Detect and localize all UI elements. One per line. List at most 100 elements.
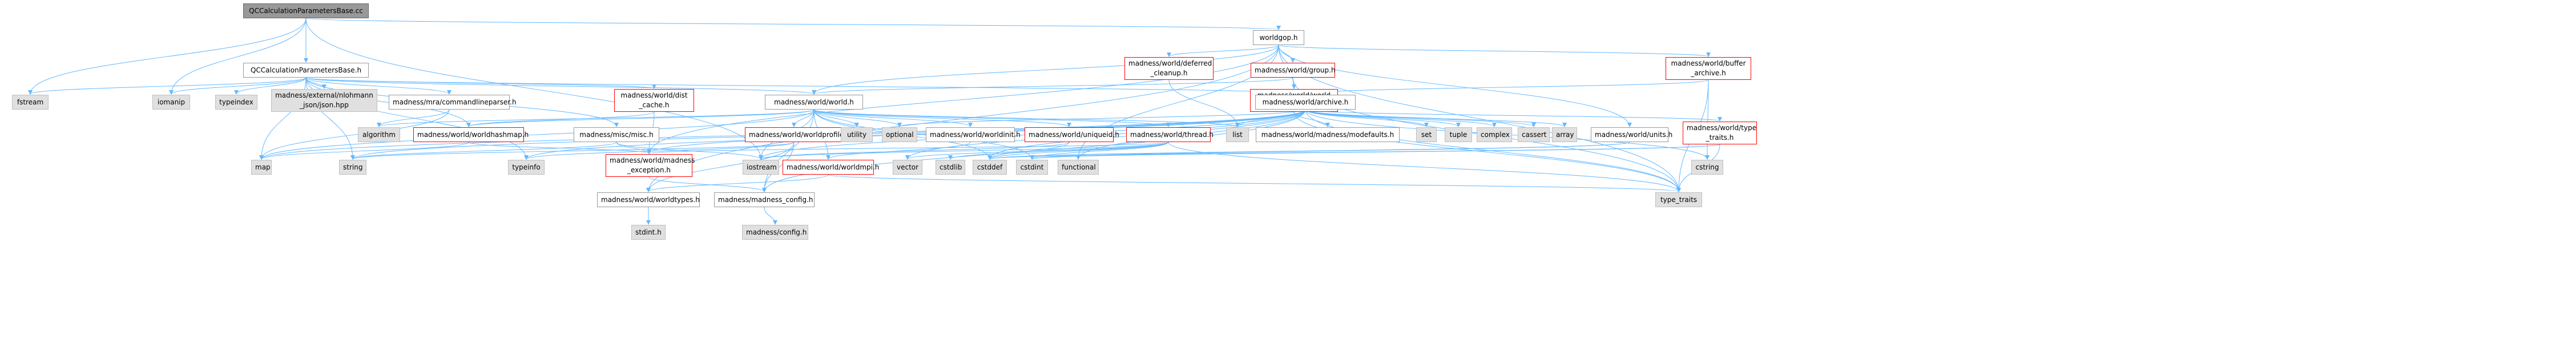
edge-archive_h-to-set [1305,109,1429,127]
set-node: set [1416,127,1437,142]
tuple-node: tuple [1445,127,1472,142]
misc-node[interactable]: madness/misc/misc.h [574,127,659,142]
edge-thread_h-to-vector [905,142,1169,160]
cstring-node: cstring [1691,160,1723,175]
edge-thread_h-to-cstdlib [948,142,1169,160]
world-type-traits-node[interactable]: madness/world/type_traits.h [1683,122,1757,144]
edge-qccalc_h-to-cmdparser_h [305,77,451,95]
thread-node[interactable]: madness/world/thread.h [1126,127,1214,142]
edge-world_h-to-madness_config_h [762,109,815,192]
edge-world_h-to-worldhashmap_h [466,109,815,127]
edge-worldunits_h-to-cstddef [987,142,1630,160]
edge-world_h-to-thread_h [813,109,1171,127]
edge-qccalc_h-to-dist_cache_h [305,77,656,89]
optional-node: optional [882,127,917,142]
nlohmann-json-node: madness/external/nlohmann_json/json.hpp [271,89,377,112]
edge-madness_exception_h-to-madness_config_h [648,176,767,192]
madness-exception-node[interactable]: madness/world/madness_exception.h [606,154,695,177]
edge-worldgop_h-to-deferred_cleanup_h [1167,45,1279,57]
commandlineparser-node[interactable]: madness/mra/commandlineparser.h [389,95,517,110]
edge-world_h-to-map [259,109,815,160]
madness-config-node[interactable]: madness/madness_config.h [714,192,815,207]
world-units-node[interactable]: madness/world/units.h [1591,127,1672,142]
world-node[interactable]: madness/world/world.h [765,95,863,110]
functional-node: functional [1058,160,1099,175]
cassert-node: cassert [1518,127,1550,142]
array-node: array [1552,127,1577,142]
edge-worldmpi_h-to-type_traits [828,174,1681,192]
edge-profile_h-to-string [350,142,795,160]
edge-thread_h-to-iostream [759,142,1169,160]
edge-root-to-worldgop_h [305,18,1280,30]
stdint-node: stdint.h [631,225,666,240]
edge-root-to-iomanip [169,18,307,95]
edge-qccalc_h-to-archive_h [305,77,1308,95]
edge-world_h-to-optional [813,109,902,127]
modefaults-node[interactable]: madness/world/madness/modefaults.h [1256,127,1400,142]
edge-profile_h-to-typeinfo [524,142,795,160]
edge-qccalc_h-to-typeindex [234,77,307,95]
edge-worldgop_h-to-buffer_archive_h [1278,45,1711,57]
typeinfo-node: typeinfo [508,160,545,175]
vector-node: vector [893,160,922,175]
complex-node: complex [1477,127,1512,142]
edge-profile_h-to-worldtypes_h [646,142,795,192]
edge-root-to-iostream [305,18,763,160]
edge-thread_h-to-madness_exception_h [647,142,1169,154]
uniqueid-node[interactable]: madness/world/uniqueid.h [1025,127,1119,142]
edge-worldgop_h-to-worldunits_h [1278,45,1632,127]
edge-qccalc_h-to-iomanip [169,77,307,95]
list-node: list [1226,127,1249,142]
edge-cmdparser_h-to-algorithm [377,109,450,127]
edge-worldgop_h-to-world_h [812,45,1279,95]
worldgop-node[interactable]: worldgop.h [1253,30,1304,45]
algorithm-node: algorithm [358,127,400,142]
world-group-node[interactable]: madness/world/group.h [1251,63,1336,78]
string-node: string [339,160,366,175]
utility-node: utility [841,127,873,142]
buffer-archive-node[interactable]: madness/world/buffer_archive.h [1666,57,1751,80]
edge-thread_h-to-cstddef [987,142,1169,160]
edge-world_h-to-uniqueid_h [813,109,1071,127]
map-node: map [251,160,272,175]
edge-cmdparser_h-to-map [259,109,450,160]
worldprofile-node[interactable]: madness/world/worldprofile.h [745,127,850,142]
edge-deferred_cleanup_h-to-list [1168,79,1240,127]
iostream-node: iostream [743,160,779,175]
edge-world_h-to-profile_h [792,109,815,127]
edge-worldgroup_h-to-world_h [812,77,1293,95]
cstdlib-node: cstdlib [936,160,965,175]
edge-thread_h-to-type_traits [1168,142,1681,192]
edge-misc_h-to-string [350,142,617,160]
edge-qccalc_h-to-worldhashmap_h [305,77,471,127]
cstdint-node: cstdint [1016,160,1048,175]
archive-node[interactable]: madness/world/archive.h [1255,95,1356,110]
edge-archive_h-to-optional [897,109,1306,127]
worldinit-node[interactable]: madness/world/worldinit.h [926,127,1021,142]
edge-world_task_queue_h-to-type_traits [1293,111,1681,192]
edge-buffer_archive_h-to-cstring [1705,79,1710,160]
edge-dist_cache_h-to-worldhashmap_h [466,111,655,127]
edge-worldgop_h-to-madness_exception_h [647,45,1279,154]
fstream-node: fstream [12,95,49,110]
cstddef-node: cstddef [973,160,1007,175]
edge-madness_config_h-to-config_h [764,207,777,225]
edge-world_h-to-algorithm [377,109,815,127]
edge-root-to-fstream [28,18,307,95]
config-node: madness/config.h [742,225,808,240]
edge-archive_h-to-tuple [1305,109,1461,127]
edge-type_traits_h-to-cstddef [987,144,1720,160]
edge-worldinit_h-to-worldmpi_h [826,142,971,160]
edge-worldmpi_h-to-worldtypes_h [646,174,829,192]
worldmpi-node[interactable]: madness/world/worldmpi.h [783,160,879,175]
dist-cache-node[interactable]: madness/world/dist_cache.h [614,89,694,112]
typeindex-node: typeindex [215,95,257,110]
qccalculationparametersbase-h-node[interactable]: QCCalculationParametersBase.h [243,63,369,78]
worldtypes-node[interactable]: madness/world/worldtypes.h [597,192,700,207]
worldhashmap-node[interactable]: madness/world/worldhashmap.h [413,127,529,142]
deferred-cleanup-node[interactable]: madness/world/deferred_cleanup.h [1124,57,1214,80]
edge-world_h-to-worldinit_h [813,109,973,127]
root-file-node: QCCalculationParametersBase.cc [243,3,369,18]
